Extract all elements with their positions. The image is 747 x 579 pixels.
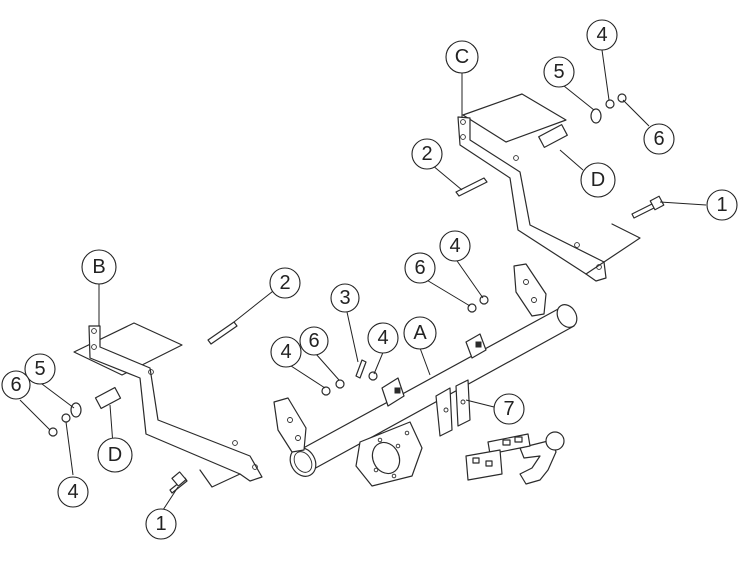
callout-5-right: 5	[543, 56, 575, 88]
callout-2-right-label: 2	[421, 143, 432, 165]
hardware	[48, 93, 665, 494]
callout-3: 3	[330, 283, 360, 313]
callout-b-label: B	[92, 256, 105, 278]
callout-5-right-label: 5	[553, 61, 564, 83]
callout-3-label: 3	[339, 287, 350, 309]
callout-4-left-label: 4	[67, 481, 78, 503]
callout-4-mid-label: 4	[449, 235, 460, 257]
callout-4-top: 4	[586, 19, 618, 51]
callout-c-label: C	[455, 46, 469, 68]
bracket-c	[457, 93, 641, 282]
callout-a: A	[403, 316, 437, 350]
callout-6-left-label: 6	[10, 374, 21, 396]
callout-4-top-label: 4	[596, 24, 607, 46]
callout-b: B	[81, 249, 117, 285]
callout-6-mid-label: 6	[414, 257, 425, 279]
callout-6-mid: 6	[404, 252, 436, 284]
callout-2-left: 2	[269, 267, 301, 299]
callout-5-left-label: 5	[34, 358, 45, 380]
callout-6-bar: 6	[299, 326, 329, 356]
callout-d-left-label: D	[108, 444, 122, 466]
callout-c: C	[445, 40, 479, 74]
callout-4-bar-right: 4	[367, 322, 399, 354]
callout-4-bar-left-label: 4	[280, 341, 291, 363]
callout-a-label: A	[413, 322, 427, 344]
callout-2-left-label: 2	[279, 272, 290, 294]
callout-1-left-label: 1	[155, 513, 166, 535]
callout-1-right-label: 1	[716, 194, 727, 216]
callout-7-label: 7	[503, 398, 514, 420]
socket-plate	[355, 421, 423, 487]
callout-7: 7	[493, 393, 525, 425]
callout-4-mid: 4	[439, 230, 471, 262]
callout-d-right-label: D	[591, 169, 605, 191]
bracket-b	[73, 322, 263, 488]
cross-bar-a	[273, 263, 578, 477]
callout-4-bar-left: 4	[270, 336, 302, 368]
callout-6-bar-label: 6	[308, 330, 319, 352]
callout-4-left: 4	[57, 476, 89, 508]
callout-2-right: 2	[411, 138, 443, 170]
callout-6-right-label: 6	[653, 128, 664, 150]
callout-6-right: 6	[643, 123, 675, 155]
callout-d-right: D	[580, 162, 616, 198]
callout-1-left: 1	[145, 508, 177, 540]
callout-4-bar-right-label: 4	[377, 327, 388, 349]
callout-6-left: 6	[1, 370, 31, 400]
leader-lines	[19, 49, 707, 511]
tow-ball	[465, 431, 565, 485]
callout-1-right: 1	[706, 189, 738, 221]
callout-5-left: 5	[24, 353, 56, 385]
callout-d-left: D	[97, 437, 133, 473]
